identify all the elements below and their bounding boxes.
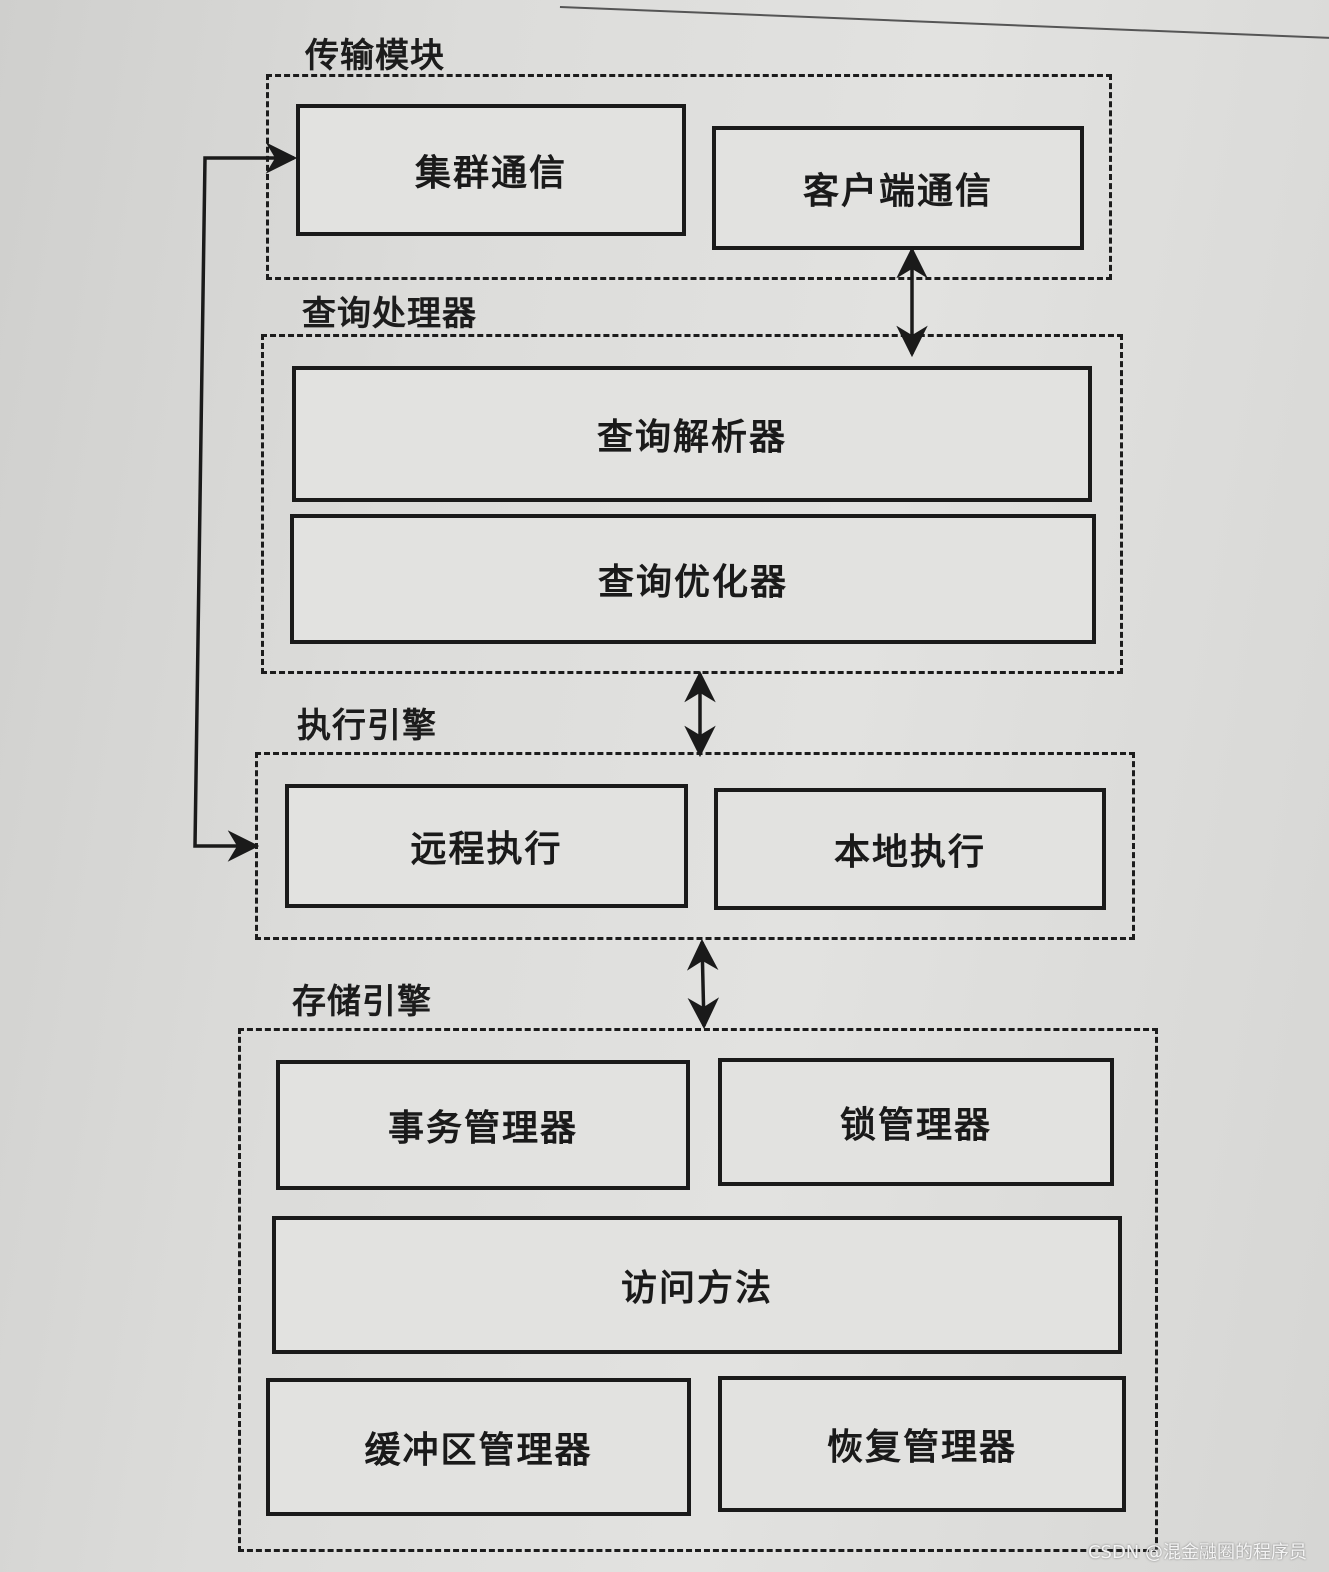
buffer-manager-box: 缓冲区管理器 <box>266 1378 691 1516</box>
storage-engine-title: 存储引擎 <box>292 982 432 1022</box>
local-execution-box: 本地执行 <box>714 788 1106 910</box>
lock-manager-box: 锁管理器 <box>718 1058 1114 1186</box>
query-processor-title: 查询处理器 <box>302 294 477 334</box>
query-parser-box: 查询解析器 <box>292 366 1092 502</box>
execution-to-storage-arrow <box>686 938 720 1030</box>
recovery-manager-box: 恢复管理器 <box>718 1376 1126 1512</box>
cluster-communication-box: 集群通信 <box>296 104 686 236</box>
remote-execution-box: 远程执行 <box>285 784 688 908</box>
client-communication-box: 客户端通信 <box>712 126 1084 250</box>
transaction-manager-box: 事务管理器 <box>276 1060 690 1190</box>
storage-engine-group <box>238 1028 1158 1552</box>
execution-engine-title: 执行引擎 <box>297 706 437 746</box>
cluster-to-remote-arrow <box>193 142 298 862</box>
access-methods-box: 访问方法 <box>272 1216 1122 1354</box>
transport-module-title: 传输模块 <box>305 36 445 76</box>
watermark: CSDN @混金融圈的程序员 <box>1087 1542 1307 1563</box>
